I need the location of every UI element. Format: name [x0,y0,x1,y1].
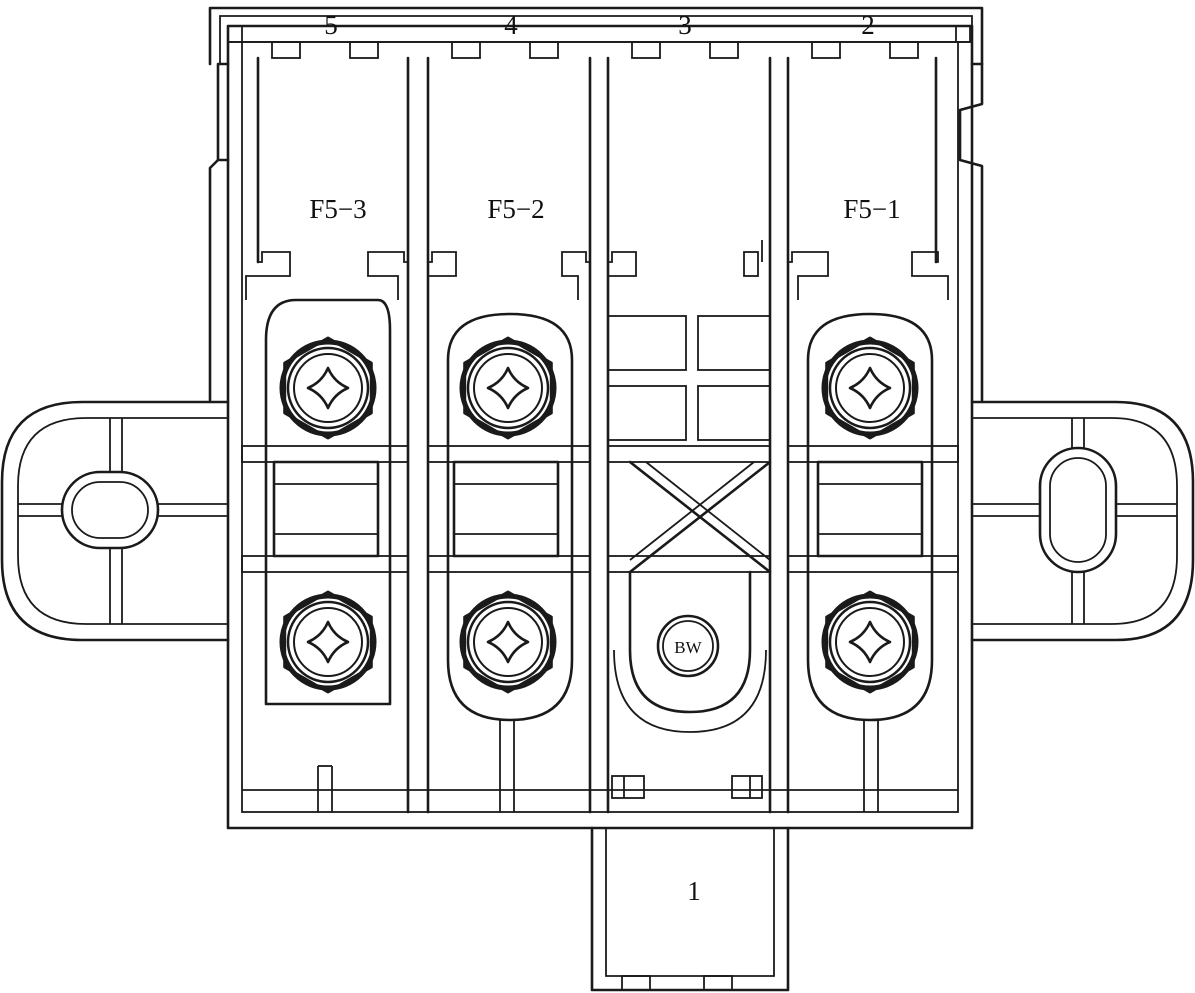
phillips-screw-icon [821,590,919,694]
right-step-wall [958,62,984,402]
fuse-link [272,460,380,558]
top-tab [271,41,301,59]
fuse-label-f5-3: F5−3 [309,194,366,224]
fuse-body [446,312,574,722]
slot-3: BW [607,240,772,799]
mounting-ear-right [970,400,1195,642]
fuse-slot-f5-2: F5−2 [427,194,591,812]
fuse-label-f5-2: F5−2 [487,194,544,224]
phillips-screw-icon [459,590,557,694]
housing-outline [226,24,974,830]
top-tab [349,41,379,59]
top-lip [208,6,984,66]
phillips-screw-icon [279,590,377,694]
bw-pocket [628,570,752,714]
fuse-link [816,460,924,558]
fuse-label-f5-1: F5−1 [843,194,900,224]
fuse-slot-f5-1: F5−1 [787,194,959,812]
terminal-number-1: 1 [687,876,701,906]
cross-brace [628,460,772,574]
fuse-link [452,460,560,558]
mounting-slot-right [1038,446,1118,574]
terminal-number-4: 4 [504,10,518,40]
phillips-screw-icon [821,336,919,440]
latch-left [227,25,243,43]
top-tab [451,41,481,59]
left-step-wall [208,62,230,402]
phillips-screw-icon [459,336,557,440]
top-tab [709,41,739,59]
mounting-ear-left [0,400,230,642]
bw-marking: BW [674,638,702,657]
terminal-number-2: 2 [861,10,875,40]
housing [208,6,984,830]
latch-right [955,25,971,43]
top-tab [811,41,841,59]
mounting-slot-left [60,470,160,550]
terminal-number-3: 3 [678,10,692,40]
screws [279,336,919,694]
phillips-screw-icon [279,336,377,440]
top-tab [631,41,661,59]
terminal-numbers: 5 4 3 2 1 [324,10,875,906]
fuse-body [806,312,934,722]
fuse-slot-f5-3: F5−3 [241,194,409,812]
fuse-body [264,298,392,706]
bottom-connector [590,826,790,992]
top-tab [889,41,919,59]
slot-walls [256,56,938,814]
top-tab [529,41,559,59]
bw-marker: BW [656,614,720,678]
terminal-number-5: 5 [324,10,338,40]
top-lip-inner [219,15,973,64]
